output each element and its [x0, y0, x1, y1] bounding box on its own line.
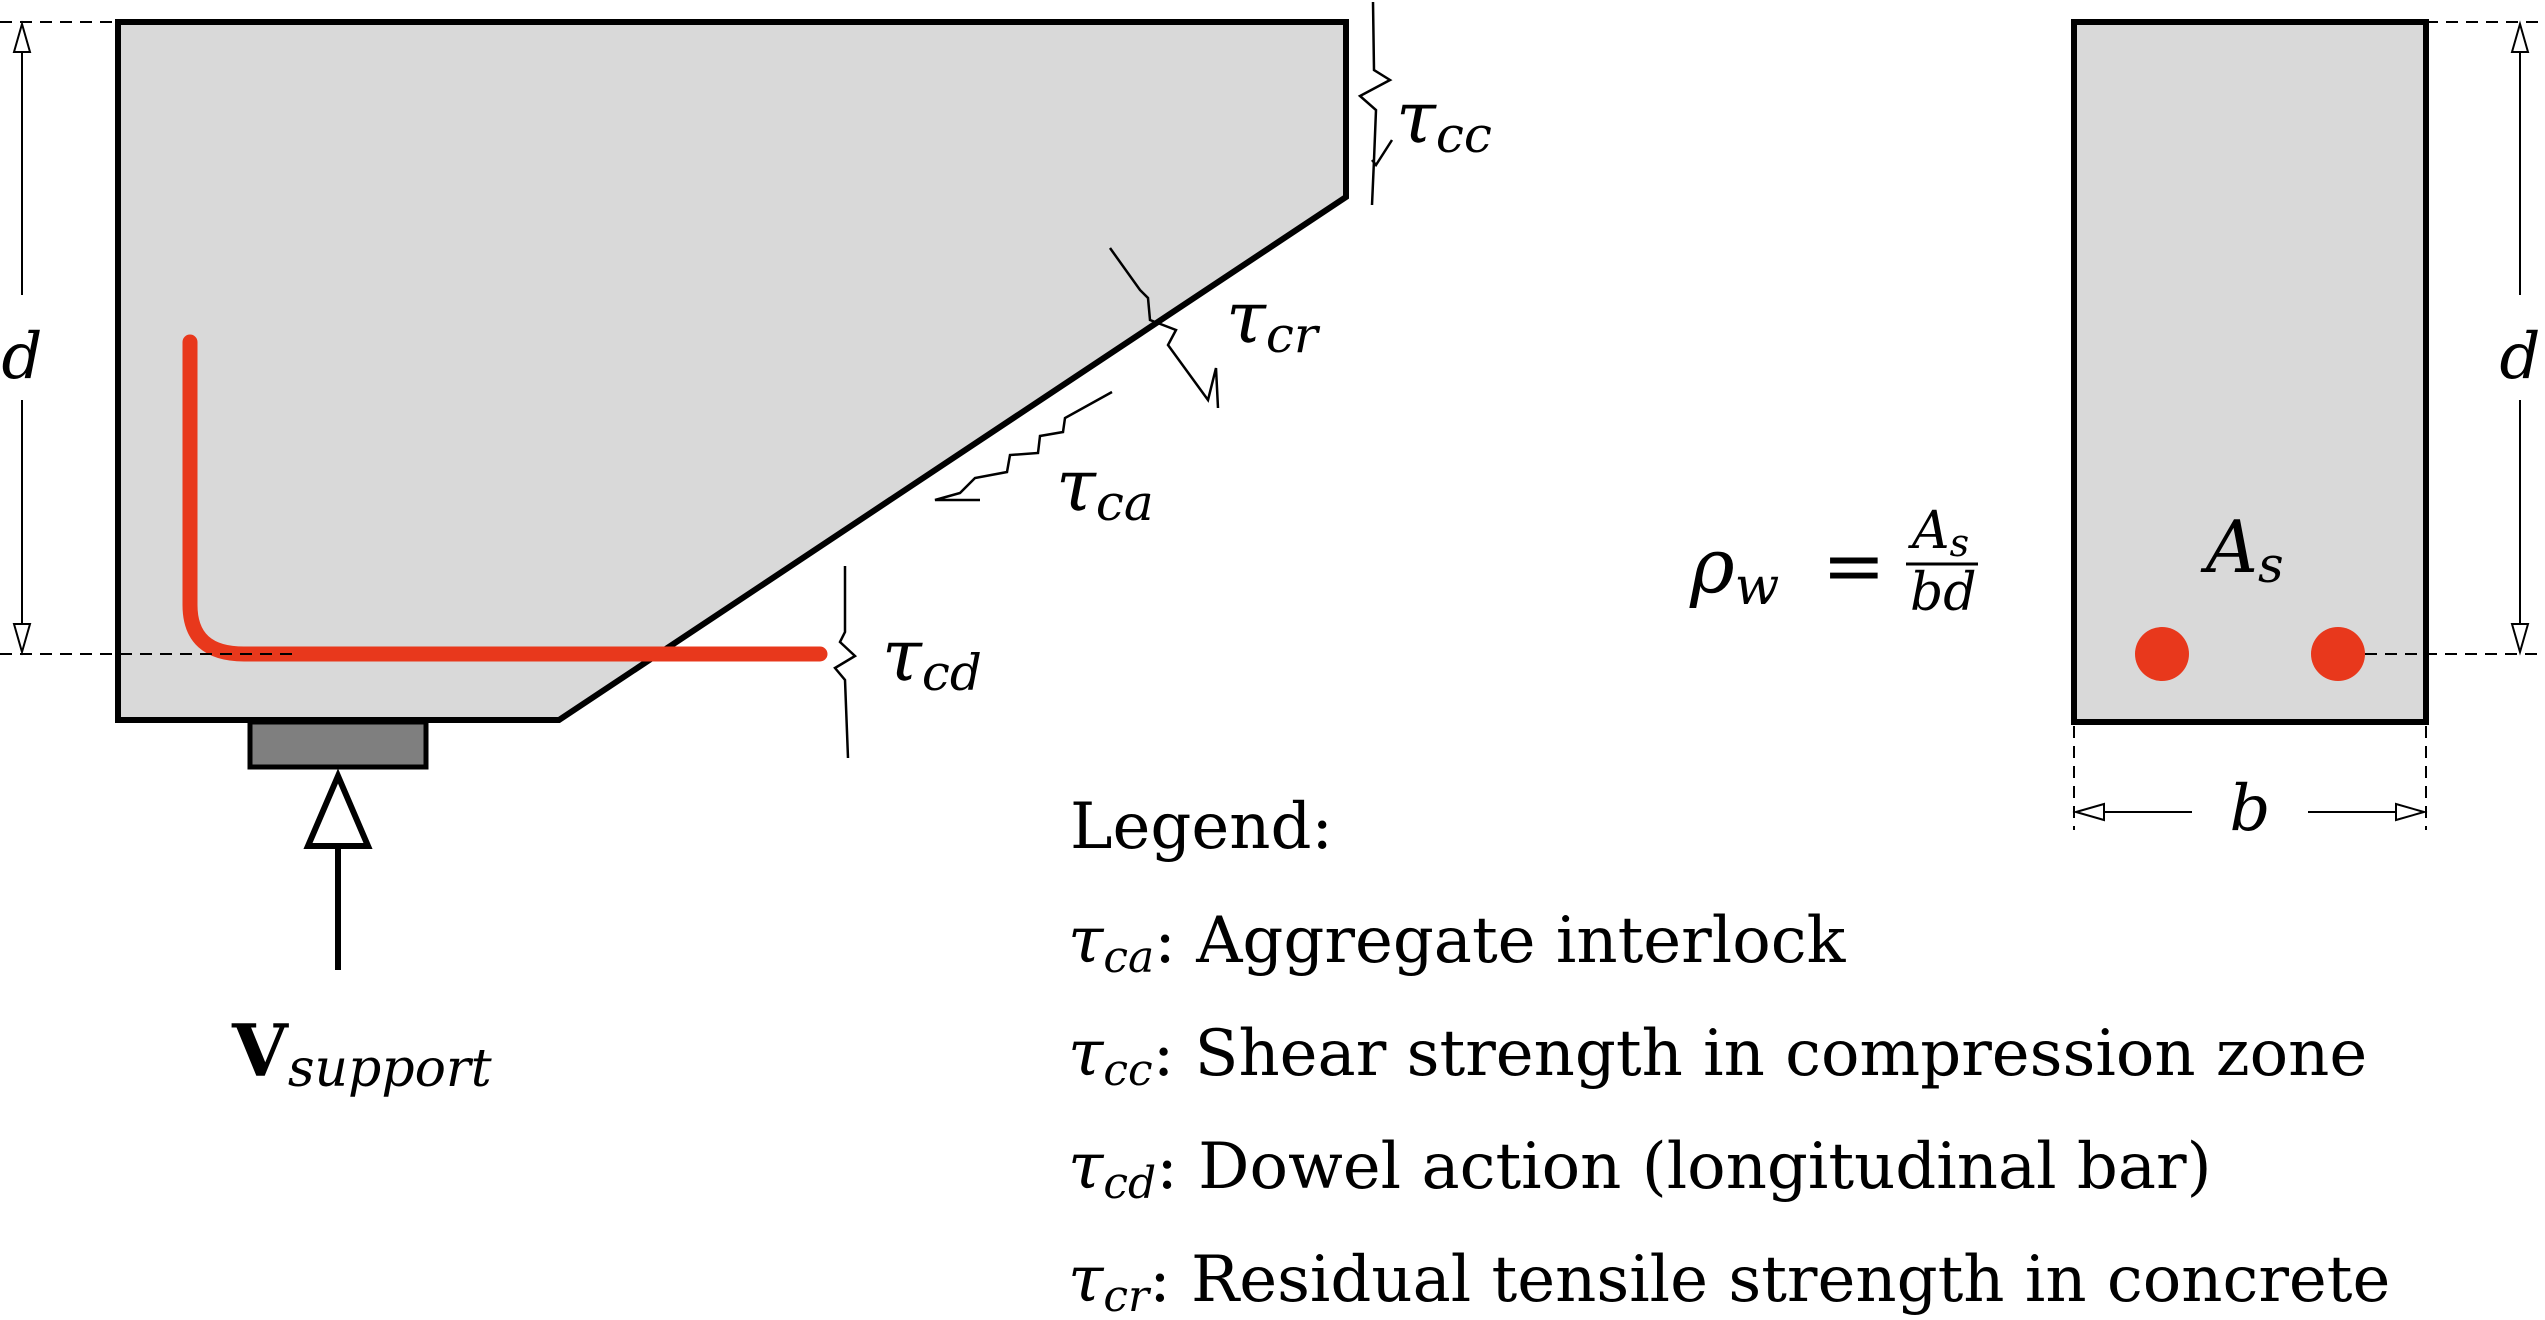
formula-rho-w: ρw	[1689, 521, 1779, 617]
dimension-label-b: b	[2230, 772, 2271, 846]
beam-body	[115, 19, 1349, 723]
cross-section-body	[2071, 19, 2429, 725]
legend: Legend: τca: Aggregate interlock τcc: She…	[1068, 790, 2390, 1320]
rebar-dot-left	[2135, 627, 2189, 681]
label-as: As	[2200, 505, 2284, 594]
stress-labels: τcc τcr τca τcd	[882, 75, 1492, 702]
label-tau-cd: τcd	[882, 613, 982, 702]
dimension-d-left: d	[0, 20, 300, 656]
dimension-b: b	[2072, 726, 2428, 846]
zigzag-crack-icon-ca	[934, 390, 1113, 502]
label-tau-cc: τcc	[1396, 75, 1492, 164]
zigzag-crack-icon-cd	[833, 566, 858, 759]
dimension-d-right: d	[2365, 20, 2545, 656]
rebar-dot-right	[2311, 627, 2365, 681]
crack-marks	[833, 1, 1394, 759]
legend-title: Legend:	[1070, 790, 1333, 864]
formula-denominator: bd	[1910, 563, 1977, 623]
bearing-plate	[247, 719, 429, 770]
legend-item-ca: τca: Aggregate interlock	[1068, 904, 1847, 983]
support-reaction-arrow	[303, 768, 373, 970]
beam-segment	[115, 19, 1349, 970]
zigzag-crack-icon-cc-tip	[1371, 139, 1394, 168]
formula-numerator: As	[1908, 501, 1969, 565]
cross-section: As	[2071, 19, 2429, 725]
hollow-arrow-up-icon	[303, 768, 373, 849]
reinforcement-ratio-formula: ρw = As bd	[1689, 501, 1978, 623]
dimension-label-d-right: d	[2500, 320, 2541, 394]
label-v-support: Vsupport	[231, 1008, 492, 1099]
formula-equals: =	[1822, 521, 1886, 610]
legend-item-cr: τcr: Residual tensile strength in concre…	[1068, 1243, 2390, 1320]
legend-item-cd: τcd: Dowel action (longitudinal bar)	[1068, 1130, 2212, 1209]
dimension-label-d: d	[2, 320, 43, 394]
legend-item-cc: τcc: Shear strength in compression zone	[1068, 1017, 2367, 1096]
label-tau-ca: τca	[1056, 443, 1154, 532]
zigzag-crack-icon-cr	[1108, 247, 1220, 409]
label-tau-cr: τcr	[1226, 275, 1321, 364]
zigzag-crack-icon-cc	[1357, 1, 1393, 206]
